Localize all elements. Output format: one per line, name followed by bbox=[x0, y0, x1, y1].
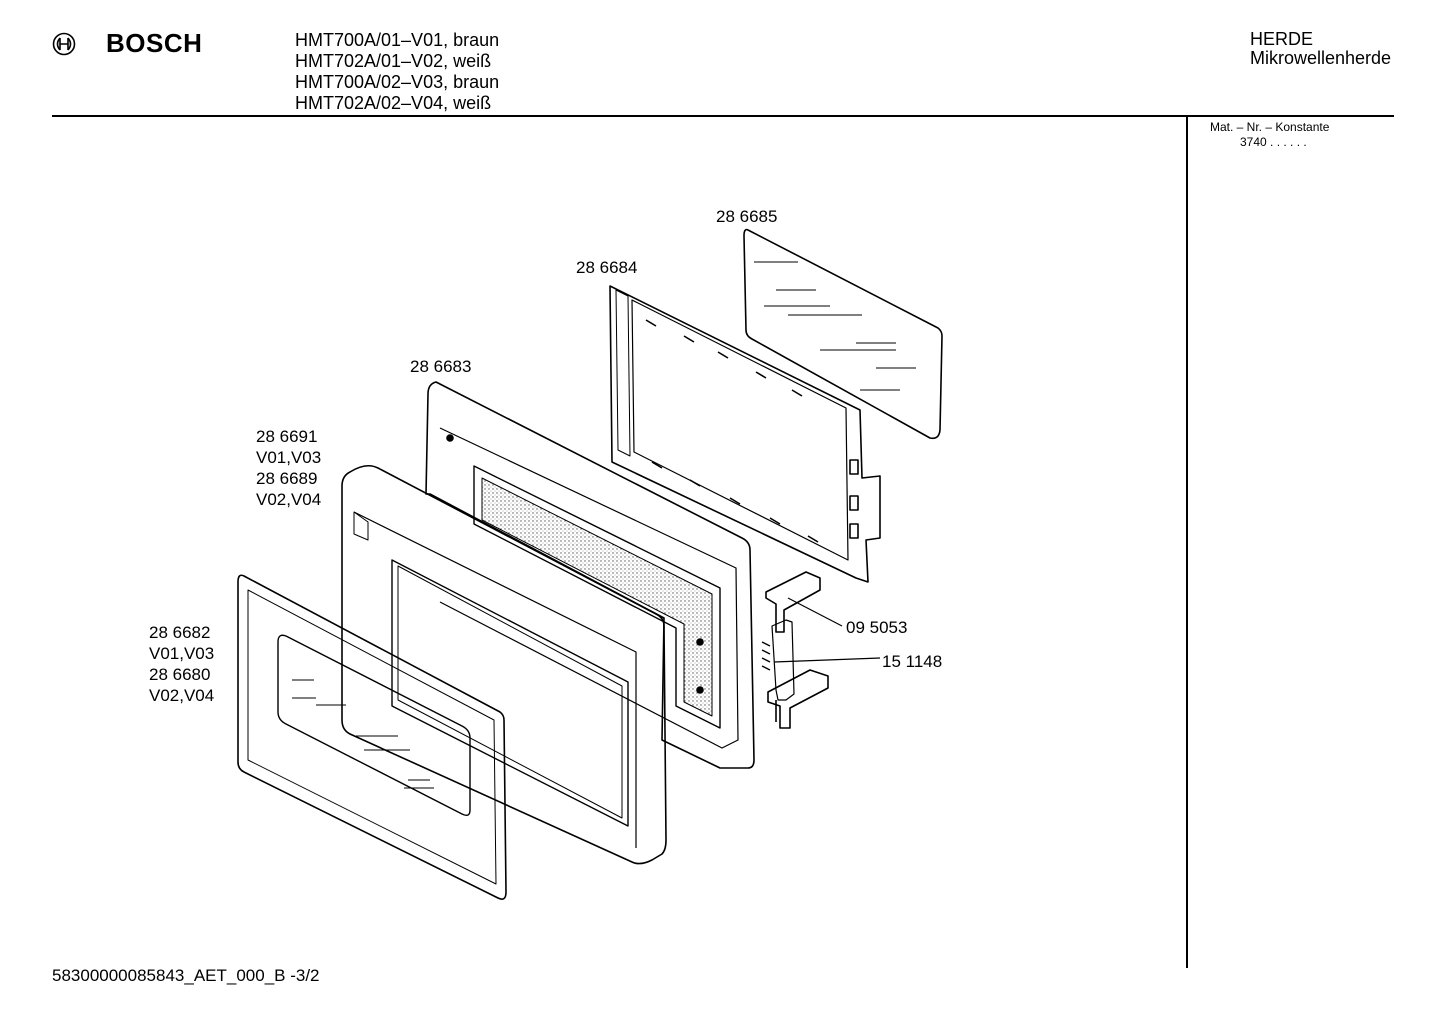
front-panel-part bbox=[237, 574, 507, 900]
model-line: HMT702A/01–V02, weiß bbox=[295, 51, 492, 71]
part-label: 28 6689 bbox=[256, 469, 317, 488]
part-label: 28 6680 bbox=[149, 665, 210, 684]
material-number-label: Mat. – Nr. – Konstante bbox=[1210, 120, 1330, 134]
brand-name: BOSCH bbox=[106, 28, 203, 58]
category-block: HERDE Mikrowellenherde bbox=[1250, 30, 1391, 68]
category-subtitle: Mikrowellenherde bbox=[1250, 48, 1392, 68]
door-frame-part bbox=[341, 464, 667, 865]
material-number-code: 3740 . . . . . . bbox=[1240, 135, 1307, 149]
part-variant-label: V02,V04 bbox=[256, 490, 321, 509]
part-label: 28 6691 bbox=[256, 427, 317, 446]
part-variant-label: V02,V04 bbox=[149, 686, 214, 705]
document-id: 58300000085843_AET_000_B -3/2 bbox=[52, 966, 320, 985]
inner-frame-part bbox=[609, 285, 881, 583]
category-title: HERDE bbox=[1250, 29, 1314, 49]
upper-hinge-part bbox=[765, 571, 821, 633]
model-list: HMT700A/01–V01, braun HMT702A/01–V02, we… bbox=[295, 30, 499, 114]
glass-pane-part bbox=[743, 228, 943, 440]
spring-hinge-part bbox=[761, 619, 829, 729]
model-line: HMT702A/02–V04, weiß bbox=[295, 93, 492, 113]
model-line: HMT700A/02–V03, braun bbox=[295, 72, 500, 92]
part-variant-label: V01,V03 bbox=[256, 448, 321, 467]
material-number-block: Mat. – Nr. – Konstante 3740 . . . . . . bbox=[1210, 120, 1329, 150]
part-label: 28 6683 bbox=[410, 357, 471, 376]
part-label: 09 5053 bbox=[846, 618, 907, 637]
part-label: 28 6684 bbox=[576, 258, 637, 277]
model-line: HMT700A/01–V01, braun bbox=[295, 30, 500, 50]
part-label: 28 6682 bbox=[149, 623, 210, 642]
leader-line bbox=[787, 597, 843, 627]
bosch-logo-icon bbox=[52, 32, 76, 56]
part-label: 28 6685 bbox=[716, 207, 777, 226]
part-variant-label: V01,V03 bbox=[149, 644, 214, 663]
leader-line bbox=[773, 657, 881, 663]
part-label: 15 1148 bbox=[882, 652, 942, 671]
